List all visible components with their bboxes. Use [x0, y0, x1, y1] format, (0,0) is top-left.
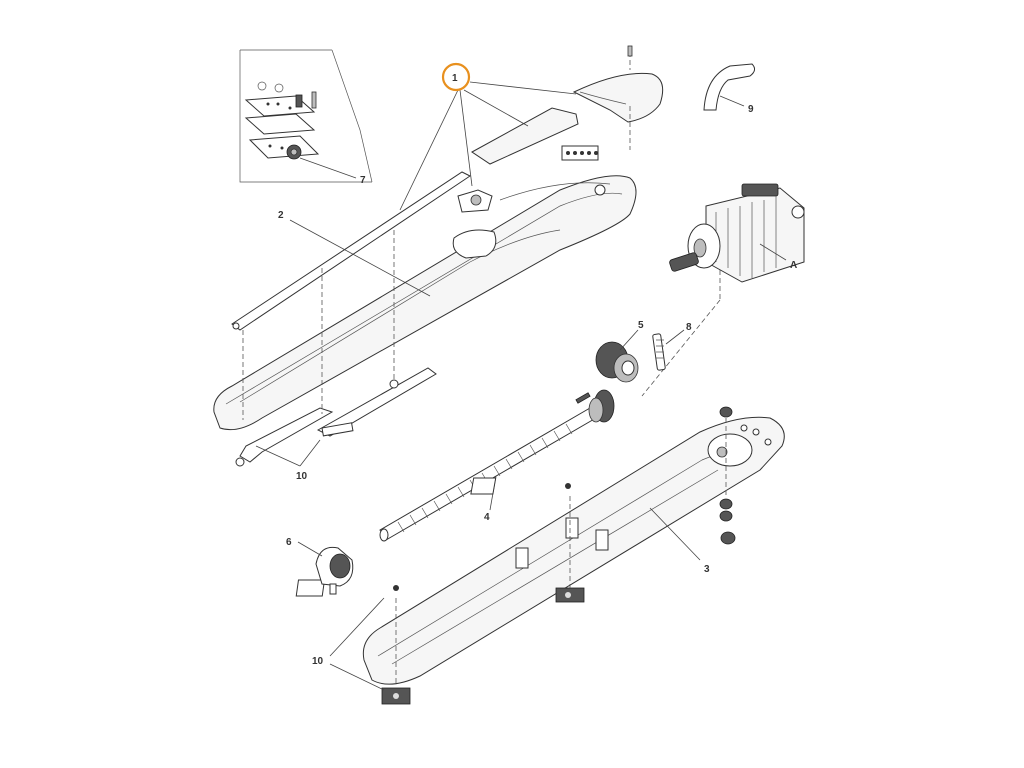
- label-part-2: 2: [278, 210, 284, 221]
- label-part-4: 4: [484, 512, 490, 523]
- end-cap-part-6: [315, 546, 354, 595]
- top-cover-part-1: [231, 45, 664, 331]
- gear-part-5: [595, 341, 639, 383]
- label-part-5: 5: [638, 320, 644, 331]
- upper-housing-part-2: [213, 175, 637, 431]
- label-part-10-bottom: 10: [312, 656, 324, 667]
- pads-part-10-bottom: [295, 477, 585, 705]
- highlight-circle: [441, 62, 471, 92]
- label-part-10-top: 10: [296, 471, 308, 482]
- label-part-7: 7: [360, 175, 366, 186]
- lower-housing-part-3: [362, 416, 785, 685]
- label-part-3: 3: [704, 564, 710, 575]
- bracket-part-10-top: [235, 367, 437, 467]
- bolt-part-8: [652, 333, 666, 371]
- handle-part-9: [703, 63, 756, 111]
- label-part-A: A: [790, 260, 797, 271]
- label-part-1: 1: [452, 73, 458, 84]
- label-part-6: 6: [286, 537, 292, 548]
- label-part-8: 8: [686, 322, 692, 333]
- motor-part-A: [669, 183, 805, 283]
- label-part-9: 9: [748, 104, 754, 115]
- screw-shaft-part-4: [379, 389, 615, 542]
- nuts-stack: [719, 406, 736, 545]
- inset-detail-part-7: [239, 49, 373, 183]
